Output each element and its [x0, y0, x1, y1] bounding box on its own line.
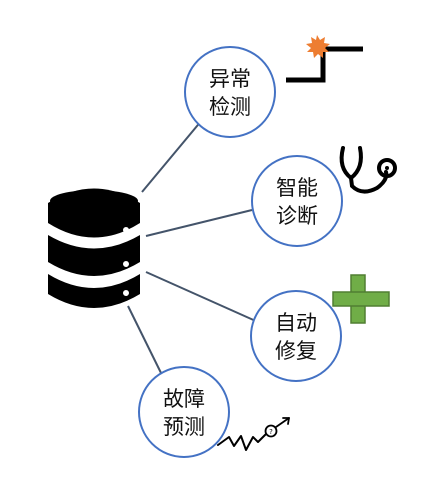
node-circle — [251, 155, 343, 247]
trend-question-icon: ? — [217, 417, 290, 451]
node-fault-prediction: 故障 预测 — [138, 366, 230, 458]
node-label-line2: 诊断 — [276, 204, 318, 228]
node-label-line1: 异常 — [209, 67, 251, 91]
plus-icon — [332, 274, 390, 324]
stethoscope-icon — [339, 146, 397, 194]
connectors — [127, 119, 259, 378]
node-anomaly-detection: 异常 检测 — [184, 46, 276, 138]
connector-smart-diagnosis — [145, 209, 253, 237]
node-label-line1: 故障 — [163, 387, 205, 411]
connector-anomaly-detection — [141, 119, 203, 193]
connector-fault-prediction — [127, 305, 164, 378]
node-label-line2: 预测 — [163, 415, 205, 439]
connector-auto-repair — [145, 271, 259, 323]
svg-text:?: ? — [269, 428, 273, 436]
node-circle — [184, 46, 276, 138]
node-circle — [138, 366, 230, 458]
node-label-line1: 自动 — [275, 311, 317, 335]
node-circle — [250, 290, 342, 382]
node-auto-repair: 自动 修复 — [250, 290, 342, 382]
database-icon — [48, 188, 140, 308]
node-label-line2: 检测 — [209, 95, 251, 119]
node-smart-diagnosis: 智能 诊断 — [251, 155, 343, 247]
node-label-line1: 智能 — [276, 176, 318, 200]
alert-step-icon — [286, 35, 363, 83]
node-label-line2: 修复 — [275, 339, 317, 363]
